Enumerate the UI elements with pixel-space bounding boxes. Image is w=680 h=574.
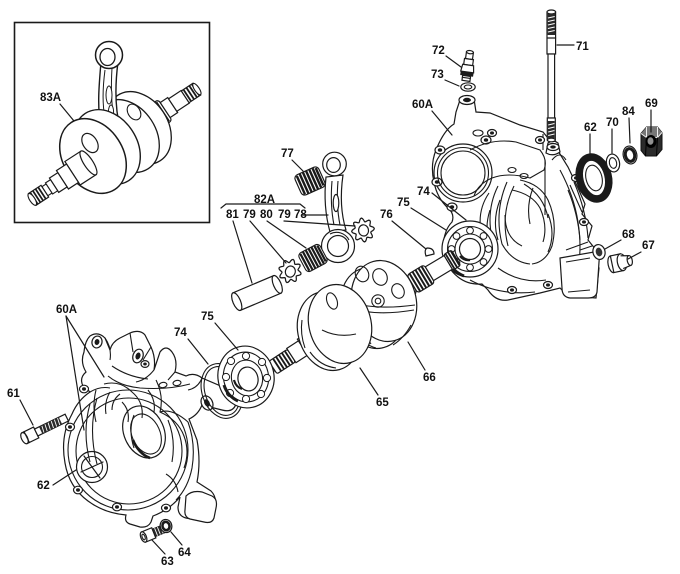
svg-text:61: 61: [7, 388, 20, 400]
svg-text:74: 74: [417, 186, 430, 198]
svg-text:77: 77: [281, 148, 294, 160]
svg-text:63: 63: [161, 556, 174, 568]
svg-text:75: 75: [397, 197, 410, 209]
svg-text:75: 75: [201, 311, 214, 323]
svg-text:60A: 60A: [56, 304, 77, 316]
svg-text:74: 74: [174, 327, 187, 339]
svg-text:65: 65: [376, 397, 389, 409]
svg-text:82A: 82A: [254, 194, 275, 206]
svg-text:84: 84: [622, 106, 635, 118]
svg-text:70: 70: [606, 117, 619, 129]
svg-text:80: 80: [260, 209, 273, 221]
svg-text:81: 81: [226, 209, 239, 221]
svg-text:60A: 60A: [412, 99, 433, 111]
svg-text:62: 62: [37, 480, 50, 492]
svg-text:64: 64: [178, 547, 191, 559]
svg-text:62: 62: [584, 122, 597, 134]
svg-text:71: 71: [576, 41, 589, 53]
svg-text:69: 69: [645, 98, 658, 110]
svg-text:68: 68: [622, 229, 635, 241]
svg-text:76: 76: [380, 209, 393, 221]
svg-text:66: 66: [423, 372, 436, 384]
svg-text:83A: 83A: [40, 92, 61, 104]
svg-text:73: 73: [431, 69, 444, 81]
svg-text:67: 67: [642, 240, 655, 252]
svg-text:79: 79: [278, 209, 291, 221]
svg-text:78: 78: [294, 209, 307, 221]
svg-text:72: 72: [432, 45, 445, 57]
svg-text:79: 79: [243, 209, 256, 221]
